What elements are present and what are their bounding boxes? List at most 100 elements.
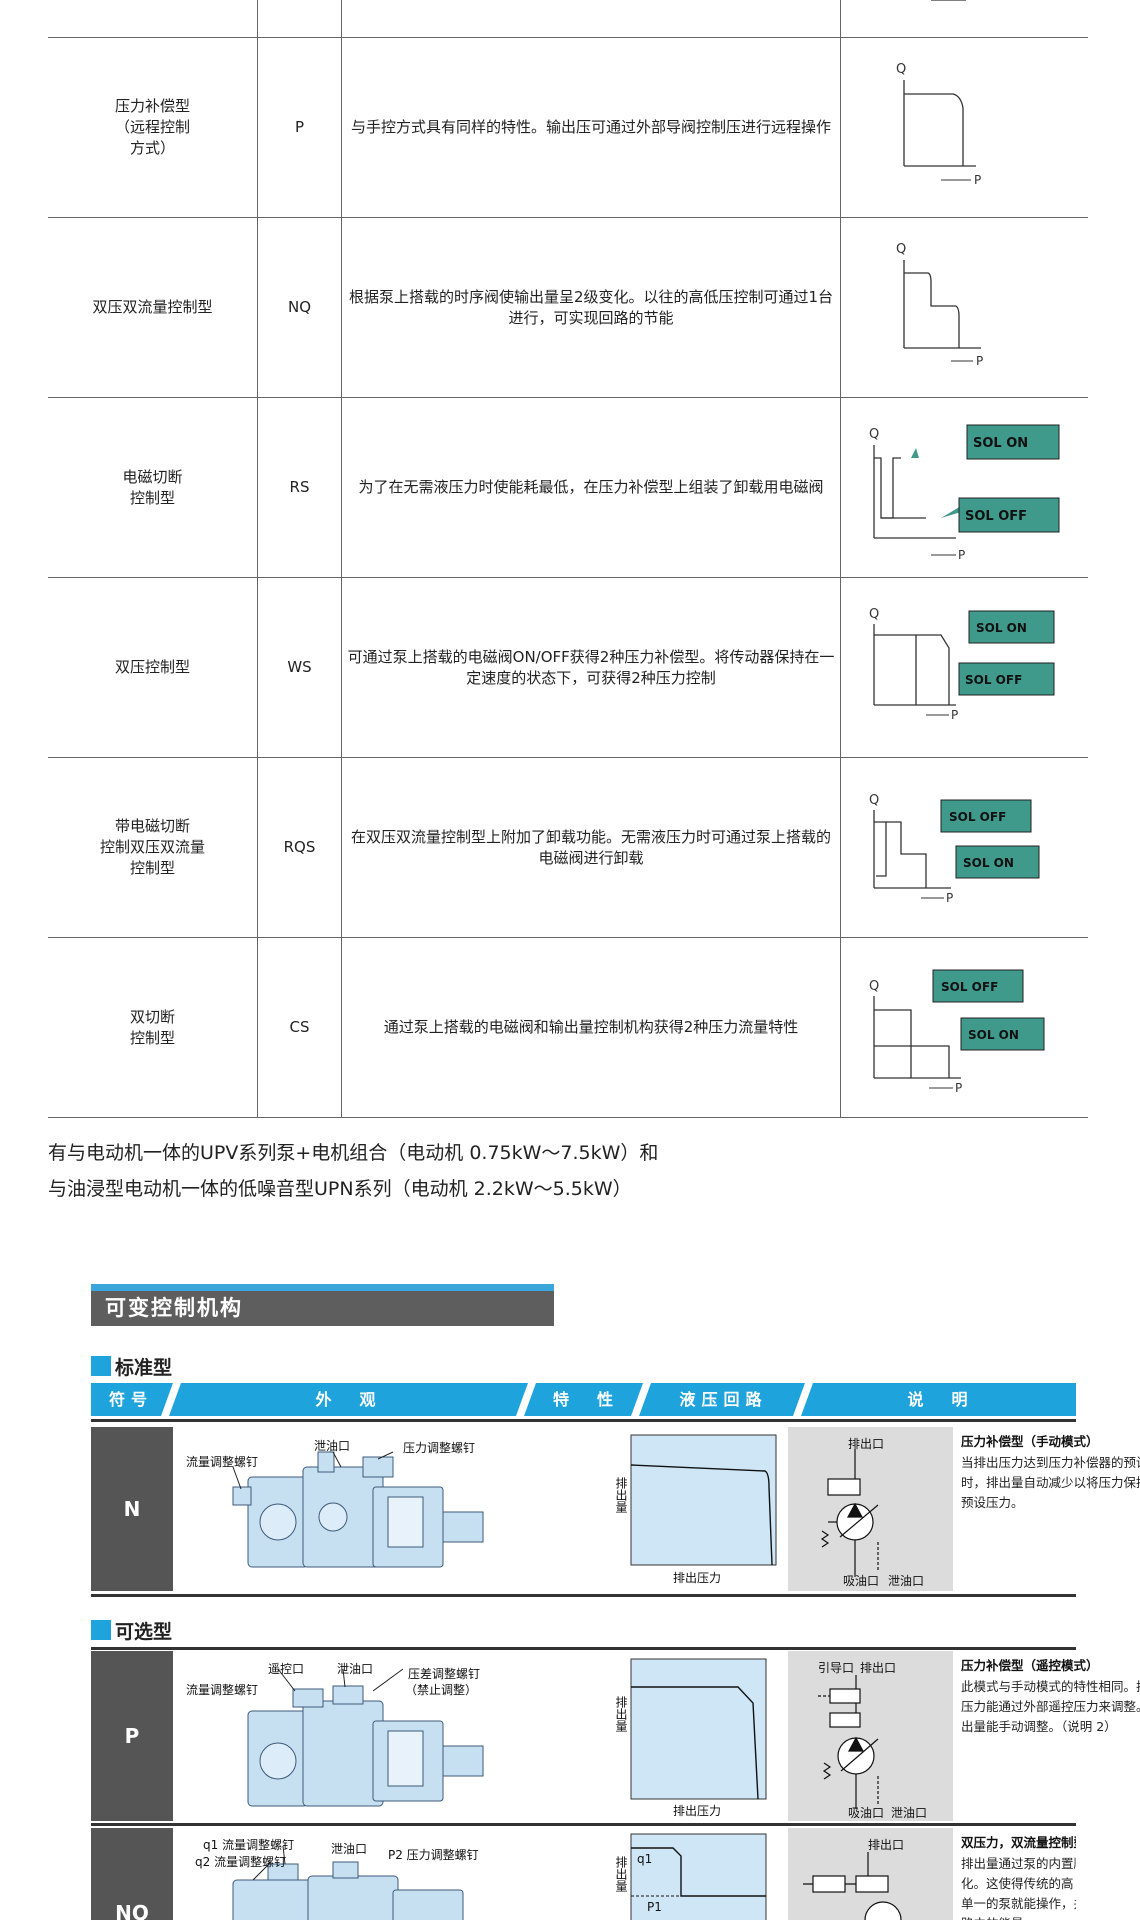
product-row-nq: NQ q1 流量调整螺钉 q2 流量调整螺钉 泄油口 P2 压力调整螺钉 排出量… xyxy=(91,1828,1076,1920)
type-code: RS xyxy=(257,398,341,577)
hydraulic-circuit: 排出口 吸油口 泄油口 xyxy=(788,1427,953,1591)
pump-illustration: q1 流量调整螺钉 q2 流量调整螺钉 泄油口 P2 压力调整螺钉 xyxy=(173,1828,593,1920)
type-code: RQS xyxy=(257,758,341,937)
hydraulic-circuit: 排出口 xyxy=(788,1828,953,1920)
product-code: N xyxy=(91,1427,173,1591)
svg-text:Q: Q xyxy=(869,607,879,622)
characteristic-graph: Q SOL ON SOL OFF P xyxy=(840,578,1088,757)
characteristic-graph: Q SOL OFF SOL ON P xyxy=(840,938,1088,1117)
suction-port-label: 吸油口 xyxy=(843,1574,880,1588)
divider xyxy=(91,1594,1076,1597)
p2-screw-label: P2 压力调整螺钉 xyxy=(388,1848,479,1862)
svg-text:SOL ON: SOL ON xyxy=(963,856,1014,870)
description-panel: 双压力，双流量控制型 排出量通过泵的内置顺序阀分两步变化。这使得传统的高 / 低… xyxy=(953,1828,1076,1920)
q2-screw-label: q2 流量调整螺钉 xyxy=(195,1855,287,1869)
suction-port-label: 吸油口 xyxy=(848,1806,885,1820)
type-desc xyxy=(341,0,840,37)
drain-port-label: 泄油口 xyxy=(891,1806,928,1820)
table-row: 压力补偿型 （远程控制 方式） P 与手控方式具有同样的特性。输出压可通过外部导… xyxy=(48,38,1088,218)
flow-screw-label: 流量调整螺钉 xyxy=(186,1455,259,1469)
flow-screw-label: 流量调整螺钉 xyxy=(186,1683,259,1697)
type-desc: 为了在无需液压力时使能耗最低，在压力补偿型上组装了卸载用电磁阀 xyxy=(341,398,840,577)
product-code: P xyxy=(91,1651,173,1821)
type-desc: 与手控方式具有同样的特性。输出压可通过外部导阀控制压进行远程操作 xyxy=(341,38,840,217)
type-name: 双切断 控制型 xyxy=(129,1007,175,1047)
q1-label: q1 xyxy=(637,1852,653,1866)
description-text: 排出量通过泵的内置顺序阀分两步变化。这使得传统的高 / 低压力控制由单一的泵就能… xyxy=(961,1856,1076,1920)
y-axis-label: 排出量 xyxy=(614,1696,628,1732)
svg-text:SOL OFF: SOL OFF xyxy=(941,980,998,994)
description-title: 压力补偿型（遥控模式） xyxy=(961,1658,1099,1673)
section-title: 可变控制机构 xyxy=(91,1284,554,1326)
description-panel: 压力补偿型（遥控模式） 此模式与手动模式的特性相同。排出压力能通过外部遥控压力来… xyxy=(953,1651,1140,1821)
svg-text:SOL OFF: SOL OFF xyxy=(965,673,1022,687)
note-line: 与油浸型电动机一体的低噪音型UPN系列（电动机 2.2kW～5.5kW） xyxy=(48,1178,632,1200)
column-header: 外 观 xyxy=(315,1390,382,1409)
q1-screw-label: q1 流量调整螺钉 xyxy=(203,1838,295,1852)
column-header-bar: 符号 外 观 特 性 液压回路 说 明 xyxy=(91,1383,1076,1416)
product-row-p: P 遥控口 泄油口 压差调整螺钉 （禁止调整） 流量调整螺钉 xyxy=(91,1651,1140,1821)
svg-text:SOL ON: SOL ON xyxy=(976,621,1027,635)
pump-illustration: 泄油口 压力调整螺钉 流量调整螺钉 xyxy=(173,1427,593,1591)
discharge-port-label: 排出口 xyxy=(868,1838,905,1852)
svg-text:Q: Q xyxy=(869,427,879,442)
description-title: 双压力，双流量控制型 xyxy=(961,1835,1076,1850)
characteristic-chart: 排出量 q1 P1 xyxy=(593,1828,788,1920)
divider xyxy=(91,1823,1076,1826)
svg-text:SOL OFF: SOL OFF xyxy=(949,810,1006,824)
table-row xyxy=(48,0,1088,38)
pilot-port-label: 引导口 xyxy=(818,1661,855,1675)
drain-port-label: 泄油口 xyxy=(314,1439,351,1453)
description-panel: 压力补偿型（手动模式） 当排出压力达到压力补偿器的预设值时，排出量自动减少以将压… xyxy=(953,1427,1140,1591)
discharge-port-label: 排出口 xyxy=(860,1661,897,1675)
series-notes: 有与电动机一体的UPV系列泵+电机组合（电动机 0.75kW～7.5kW）和 与… xyxy=(48,1135,1088,1207)
x-axis-label: 排出压力 xyxy=(673,1804,722,1818)
type-code xyxy=(257,0,341,37)
diff-pressure-screw-label: 压差调整螺钉 xyxy=(408,1667,481,1681)
x-axis-label: 排出压力 xyxy=(673,1571,722,1585)
svg-text:P: P xyxy=(958,548,965,562)
discharge-port-label: 排出口 xyxy=(848,1437,885,1451)
characteristic-graph: Q P xyxy=(840,218,1088,397)
description-text: 当排出压力达到压力补偿器的预设值时，排出量自动减少以将压力保持于预设压力。 xyxy=(961,1455,1140,1510)
type-desc: 通过泵上搭载的电磁阀和输出量控制机构获得2种压力流量特性 xyxy=(341,938,840,1117)
svg-text:Q: Q xyxy=(869,793,879,808)
characteristic-graph xyxy=(840,0,1088,37)
table-row: 电磁切断 控制型 RS 为了在无需液压力时使能耗最低，在压力补偿型上组装了卸载用… xyxy=(48,398,1088,578)
type-code: NQ xyxy=(257,218,341,397)
type-name xyxy=(48,0,257,37)
drain-port-label: 泄油口 xyxy=(337,1662,374,1676)
sol-off-label: SOL OFF xyxy=(965,509,1027,524)
q-axis-label: Q xyxy=(896,62,906,77)
drain-port-label: 泄油口 xyxy=(888,1574,925,1588)
characteristic-graph: Q SOL ON SOL OFF P xyxy=(840,398,1088,577)
square-bullet-icon xyxy=(91,1620,111,1640)
description-text: 此模式与手动模式的特性相同。排出压力能通过外部遥控压力来调整。排出量能手动调整。… xyxy=(961,1679,1140,1734)
square-bullet-icon xyxy=(91,1356,111,1376)
svg-text:P: P xyxy=(976,354,983,368)
type-name: 压力补偿型 （远程控制 方式） xyxy=(114,97,190,157)
column-header: 符号 xyxy=(108,1390,153,1409)
svg-text:P: P xyxy=(955,1081,962,1095)
table-row: 双压控制型 WS 可通过泵上搭载的电磁阀ON/OFF获得2种压力补偿型。将传动器… xyxy=(48,578,1088,758)
sol-on-label: SOL ON xyxy=(973,436,1028,451)
characteristic-graph: Q SOL OFF SOL ON P xyxy=(840,758,1088,937)
standard-heading: 标准型 xyxy=(91,1354,172,1379)
type-name: 带电磁切断 控制双压双流量 控制型 xyxy=(99,817,205,877)
type-desc: 根据泵上搭载的时序阀使输出量呈2级变化。以往的高低压控制可通过1台进行，可实现回… xyxy=(341,218,840,397)
type-code: P xyxy=(257,38,341,217)
column-header: 说 明 xyxy=(907,1390,974,1409)
svg-text:Q: Q xyxy=(869,979,879,994)
product-row-n: N 泄油口 压力调整螺钉 流量调整螺钉 xyxy=(91,1427,1140,1591)
svg-text:SOL ON: SOL ON xyxy=(968,1028,1019,1042)
table-row: 双切断 控制型 CS 通过泵上搭载的电磁阀和输出量控制机构获得2种压力流量特性 … xyxy=(48,938,1088,1118)
type-name: 电磁切断 控制型 xyxy=(122,467,183,507)
type-name: 双压双流量控制型 xyxy=(92,298,213,316)
pump-illustration: 遥控口 泄油口 压差调整螺钉 （禁止调整） 流量调整螺钉 xyxy=(173,1651,593,1821)
remote-port-label: 遥控口 xyxy=(268,1662,305,1676)
type-desc: 在双压双流量控制型上附加了卸载功能。无需液压力时可通过泵上搭载的电磁阀进行卸载 xyxy=(341,758,840,937)
column-header: 特 性 xyxy=(552,1390,619,1409)
svg-text:P: P xyxy=(946,891,953,905)
column-header: 液压回路 xyxy=(679,1390,768,1409)
description-title: 压力补偿型（手动模式） xyxy=(961,1434,1099,1449)
